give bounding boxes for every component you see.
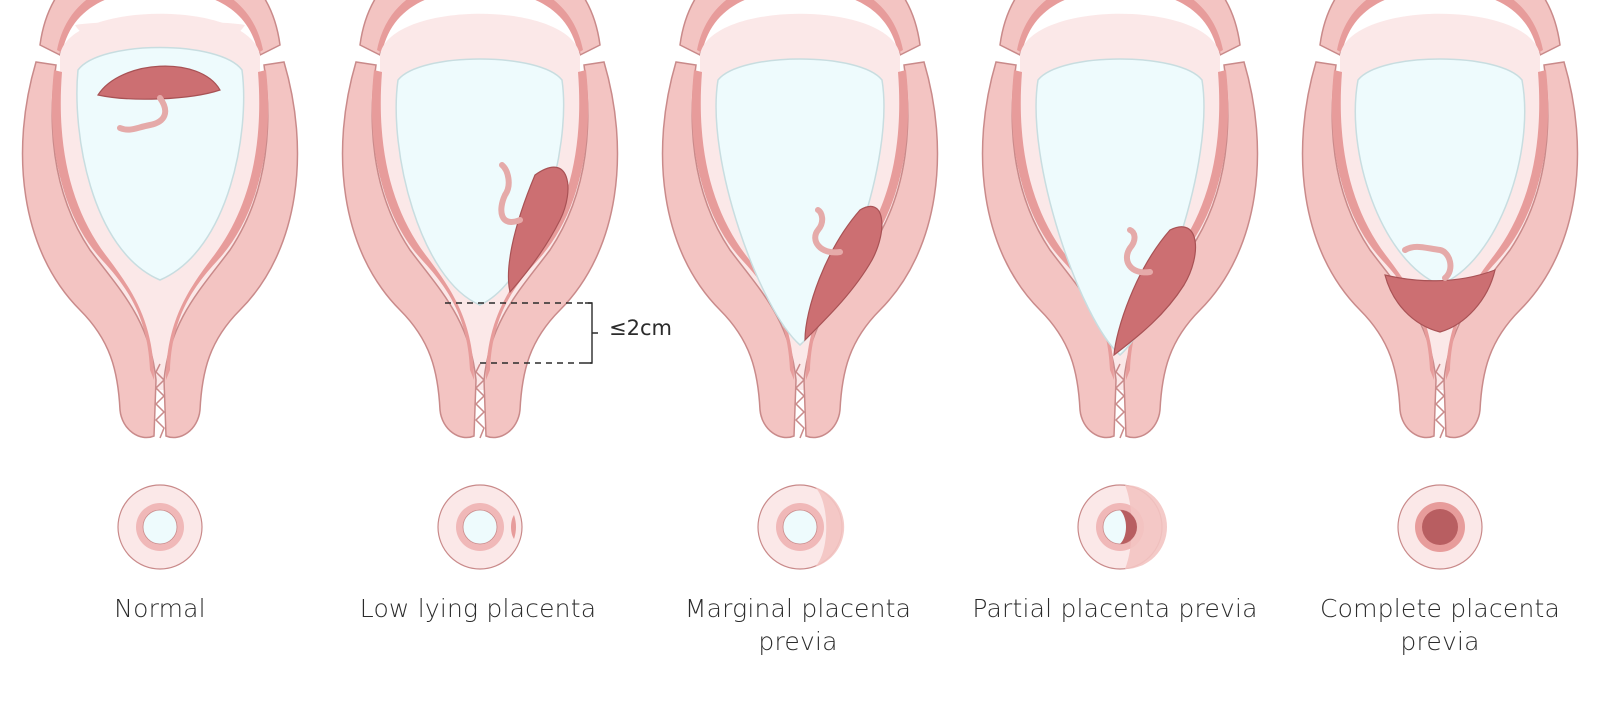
label-marginal: Marginal placenta previa (684, 594, 912, 656)
label-partial: Partial placenta previa (972, 594, 1258, 623)
cervical-os-partial (1077, 484, 1167, 570)
umbilical-cord (812, 207, 843, 256)
placenta (97, 65, 221, 100)
label-normal: Normal (114, 594, 206, 623)
uterus-normal (21, 0, 299, 439)
uterus-complete (1301, 0, 1579, 439)
uterus-low-lying (341, 0, 619, 439)
placenta (507, 166, 569, 294)
uterus-marginal (661, 0, 939, 439)
cervical-os-normal (117, 484, 203, 570)
measurement-bracket (445, 302, 598, 364)
umbilical-cord (117, 95, 169, 133)
placenta (1384, 269, 1496, 333)
umbilical-cord (1402, 243, 1454, 281)
umbilical-cord (498, 162, 523, 225)
umbilical-cord (1123, 227, 1153, 276)
cervical-os-complete (1397, 484, 1483, 570)
placenta (1113, 226, 1196, 357)
amniotic-sac (1354, 58, 1526, 286)
measurement-label: ≤2cm (609, 316, 672, 340)
cervical-os-marginal (757, 484, 845, 570)
amniotic-sac (76, 46, 245, 281)
placenta (804, 205, 883, 342)
label-complete: Complete placenta previa (1319, 594, 1561, 656)
label-low-lying: Low lying placenta (359, 594, 597, 623)
uterus-partial (981, 0, 1259, 439)
cervical-os-low-lying (437, 484, 523, 570)
